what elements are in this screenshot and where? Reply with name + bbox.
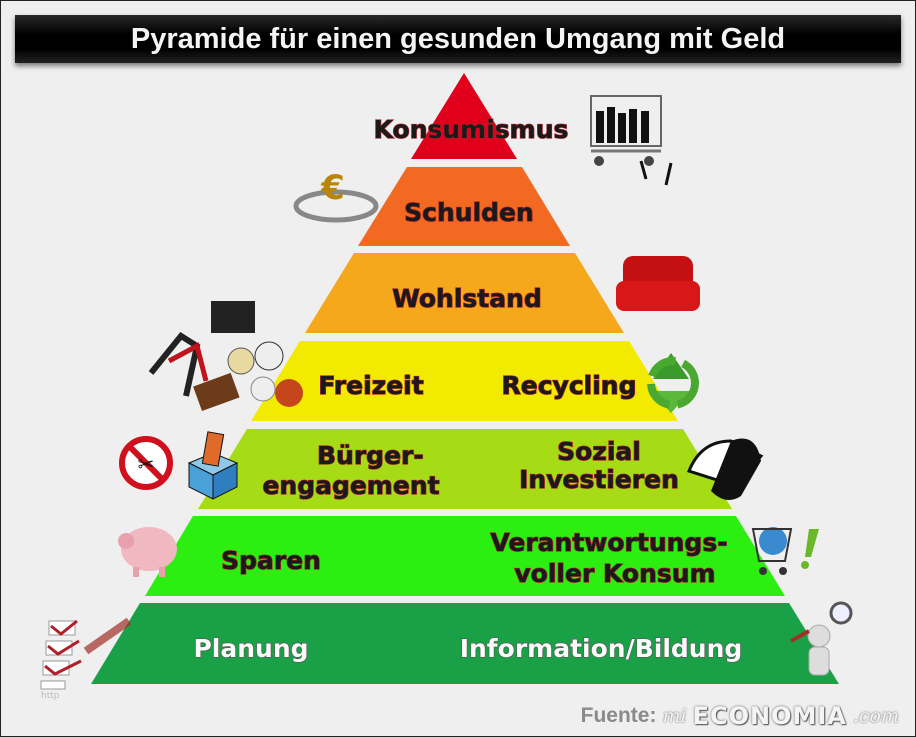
globe-cart-icon [751, 527, 819, 575]
label-konsumismus: Konsumismus [374, 115, 569, 144]
level-freizeit-recycling [251, 341, 678, 421]
level-sparen-konsum [145, 516, 785, 596]
armchair-icon [616, 256, 700, 311]
level-planung-bildung [91, 603, 839, 684]
euro-trap-icon: € [293, 168, 379, 223]
checklist-icon: http [40, 617, 132, 701]
label-freizeit: Freizeit [318, 371, 423, 400]
label-engagement: engagement [262, 471, 439, 500]
level-engagement-investieren [198, 429, 732, 509]
svg-text:✂: ✂ [138, 452, 155, 476]
title-banner: Pyramide für einen gesunden Umgang mit G… [15, 15, 901, 63]
label-sparen: Sparen [221, 546, 321, 575]
no-scissors-icon: ✂ [119, 436, 173, 490]
label-planung: Planung [193, 634, 308, 663]
svg-text:€: € [320, 168, 345, 208]
checklist-caption: http [41, 691, 60, 701]
logo-main: ECONOMIA [692, 702, 847, 730]
piggy-bank-icon [118, 527, 177, 577]
label-wohlstand: Wohlstand [392, 284, 542, 313]
label-schulden: Schulden [404, 198, 534, 227]
ballot-box-icon [187, 431, 239, 500]
logo-prefix: mi [662, 705, 687, 727]
logo-suffix: .com [852, 705, 899, 727]
label-information-bildung: Information/Bildung [460, 634, 743, 663]
label-sozial: Sozial [557, 437, 641, 466]
level-konsumismus [411, 73, 517, 159]
source-credit: Fuente: mi ECONOMIA .com [581, 702, 899, 730]
label-voller-konsum: voller Konsum [514, 559, 715, 588]
label-buerger: Bürger- [317, 441, 424, 470]
label-verantwortungs: Verantwortungs- [490, 528, 727, 557]
shopping-cart-crowd-icon [590, 95, 673, 186]
magnifier-figure-icon [790, 601, 853, 676]
source-label: Fuente: [580, 704, 657, 727]
handshake-icon [687, 438, 764, 500]
page-title: Pyramide für einen gesunden Umgang mit G… [130, 22, 786, 55]
recycling-icon [647, 353, 699, 413]
label-investieren: Investieren [519, 465, 679, 494]
level-schulden [358, 167, 570, 246]
leisure-icon [148, 301, 303, 411]
label-recycling: Recycling [502, 371, 637, 400]
level-wohlstand [305, 253, 624, 333]
